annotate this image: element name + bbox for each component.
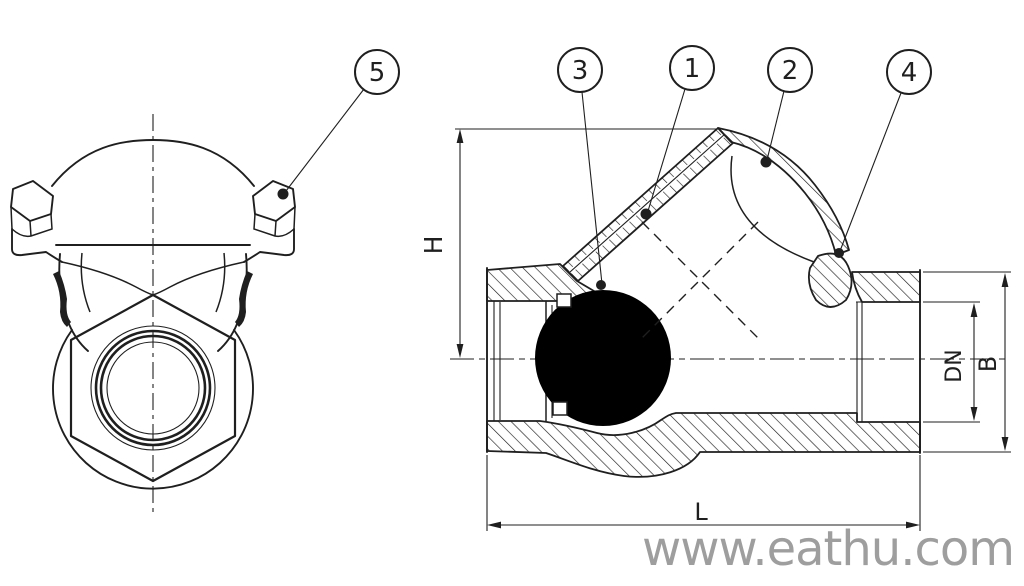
check-ball — [535, 290, 671, 426]
balloon-5-number: 5 — [369, 58, 386, 88]
body-wall-bottom — [486, 412, 921, 478]
bonnet-dome-outline — [51, 139, 255, 187]
flange-left-edge — [11, 228, 63, 263]
section-view — [450, 127, 1010, 478]
b-extension-lines — [923, 271, 1011, 453]
balloon-3-dot — [596, 280, 606, 290]
b-arrow-down — [1001, 437, 1009, 451]
b-dimension-label: B — [974, 356, 1002, 372]
outlet-counterbore-lines — [856, 301, 920, 422]
balloon-4-circle — [886, 49, 932, 95]
balloon-1-dot — [640, 208, 652, 220]
bore-ring-outer — [90, 325, 216, 451]
balloon-1-circle — [669, 45, 715, 91]
l-extension-lines — [486, 455, 921, 531]
right-lug-edge — [235, 271, 253, 327]
h-dimension-label: H — [419, 236, 448, 255]
seat-nub-top — [556, 293, 572, 308]
l-arrow-left — [487, 521, 501, 529]
balloon-3-number: 3 — [572, 56, 589, 86]
balloon-1-number: 1 — [684, 54, 701, 84]
watermark-text: www.eathu.com — [642, 521, 1014, 577]
left-lug-edge — [53, 271, 71, 327]
h-arrow-down — [456, 344, 464, 358]
cap-cavity-arc — [730, 155, 815, 263]
right-bolt-facets — [253, 206, 296, 238]
l-arrow-right — [906, 521, 920, 529]
balloon-1-leader — [647, 88, 686, 212]
right-arm-inner — [215, 252, 226, 313]
balloon-2-number: 2 — [782, 56, 799, 86]
bore-ring-inner — [106, 341, 200, 435]
dn-extension-lines — [923, 301, 980, 423]
left-bolt-head — [10, 180, 54, 222]
dn-arrow-up — [970, 303, 978, 317]
inlet-thread-lines — [493, 301, 501, 421]
seat-nub-bottom — [552, 401, 568, 416]
bore-ring-3 — [99, 334, 207, 442]
flange-right-edge — [243, 228, 295, 263]
ball-ghost-position-line-2 — [641, 221, 759, 339]
h-arrow-up — [456, 129, 464, 143]
left-bolt-facets — [10, 206, 53, 238]
bonnet-joint-line — [569, 133, 726, 273]
ball-ghost-position-line-1 — [641, 221, 759, 339]
seat-boss — [807, 252, 853, 308]
balloon-2-circle — [767, 47, 813, 93]
dimensions: H DN B L — [419, 128, 1011, 531]
balloon-3-leader — [581, 91, 603, 285]
left-arm-inner — [80, 252, 91, 313]
balloon-4-number: 4 — [901, 58, 918, 88]
l-dimension-label: L — [694, 498, 708, 526]
balloon-5-dot — [277, 188, 289, 200]
balloon-4-leader — [839, 92, 902, 252]
balloon-4-dot — [834, 248, 844, 258]
dn-dimension-label: DN — [942, 349, 967, 382]
b-arrow-up — [1001, 273, 1009, 287]
body-circle-arc — [52, 329, 254, 490]
body-wall-top-right — [851, 271, 921, 303]
part-callouts: 5 3 1 2 4 — [277, 45, 932, 290]
left-end-view — [10, 114, 296, 512]
balloon-2-dot — [760, 156, 772, 168]
bore-ring-2 — [94, 329, 212, 447]
bonnet-cap-crescent — [717, 127, 850, 256]
dn-arrow-down — [970, 407, 978, 421]
hex-union-nut — [69, 293, 237, 483]
balloon-3-circle — [557, 47, 603, 93]
balloon-5-leader — [285, 88, 365, 192]
balloon-2-leader — [766, 90, 785, 161]
balloon-5-circle — [354, 49, 400, 95]
